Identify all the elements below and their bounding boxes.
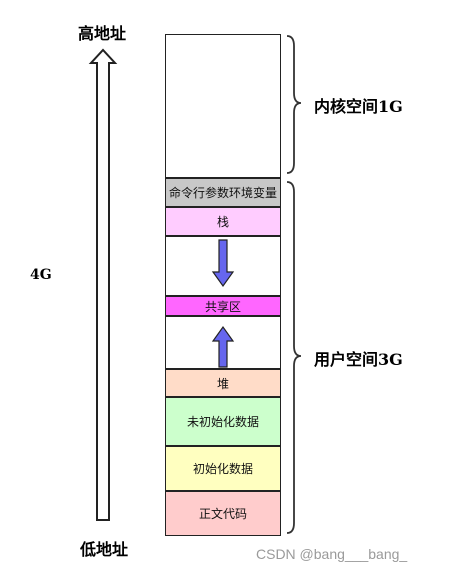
text-label: 正文代码 <box>198 507 247 521</box>
kernel-space-block <box>165 34 281 178</box>
heap-segment: 堆 <box>165 369 281 397</box>
bss-label: 未初始化数据 <box>186 415 259 429</box>
low-address-label: 低地址 <box>80 540 129 559</box>
heap-grow-up-arrow-icon <box>211 325 235 368</box>
env-args-label: 命令行参数环境变量 <box>168 186 277 200</box>
env-args-segment: 命令行参数环境变量 <box>165 178 281 207</box>
total-size-label: 4G <box>30 267 52 283</box>
data-label: 初始化数据 <box>192 462 253 476</box>
kernel-brace-icon <box>286 35 302 174</box>
data-segment: 初始化数据 <box>165 446 281 491</box>
user-brace-icon <box>286 181 302 534</box>
stack-grow-down-arrow-icon <box>211 239 235 288</box>
shared-label: 共享区 <box>204 299 241 314</box>
stack-segment: 栈 <box>165 207 281 236</box>
watermark: CSDN @bang___bang_ <box>256 546 408 562</box>
kernel-space-label: 内核空间1G <box>314 97 403 116</box>
shared-segment: 共享区 <box>165 296 281 316</box>
bss-segment: 未初始化数据 <box>165 397 281 446</box>
user-space-label: 用户空间3G <box>314 350 403 369</box>
high-address-label: 高地址 <box>78 24 127 43</box>
heap-label: 堆 <box>216 376 229 391</box>
text-segment: 正文代码 <box>165 491 281 536</box>
stack-label: 栈 <box>216 215 229 229</box>
